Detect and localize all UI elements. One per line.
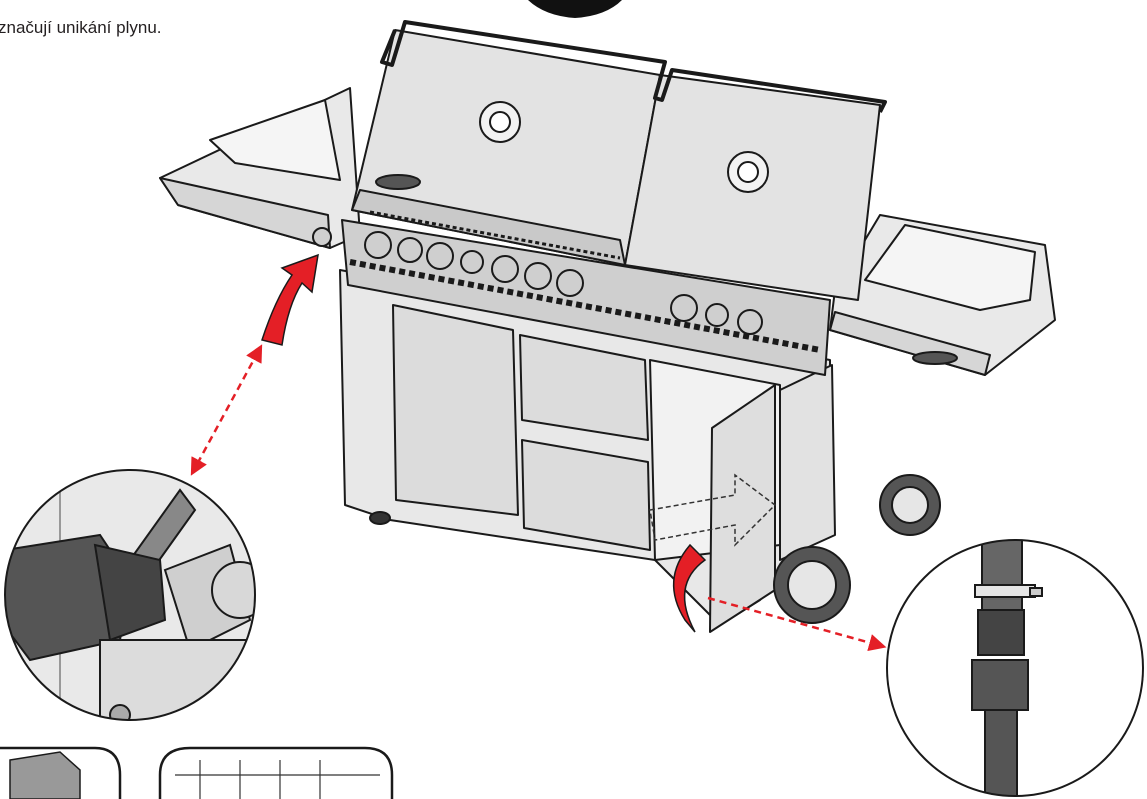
instruction-caption: značují unikání plynu.	[0, 18, 162, 37]
detail-circle-right	[886, 539, 1144, 797]
grill-body	[159, 20, 1056, 633]
black-circle-badge-icon	[528, 0, 622, 18]
red-arrow-icon	[261, 253, 319, 346]
dashed-red-arrow-icon	[190, 344, 263, 476]
control-knobs	[312, 227, 763, 335]
thumbnail-frame-left	[0, 746, 122, 799]
thumbnail-frame-right	[158, 746, 394, 799]
cart-wheels	[369, 474, 941, 624]
dashed-red-arrow-icon	[707, 596, 887, 652]
detail-circle-left	[4, 469, 256, 721]
rotation-arrow-icon	[673, 543, 707, 633]
